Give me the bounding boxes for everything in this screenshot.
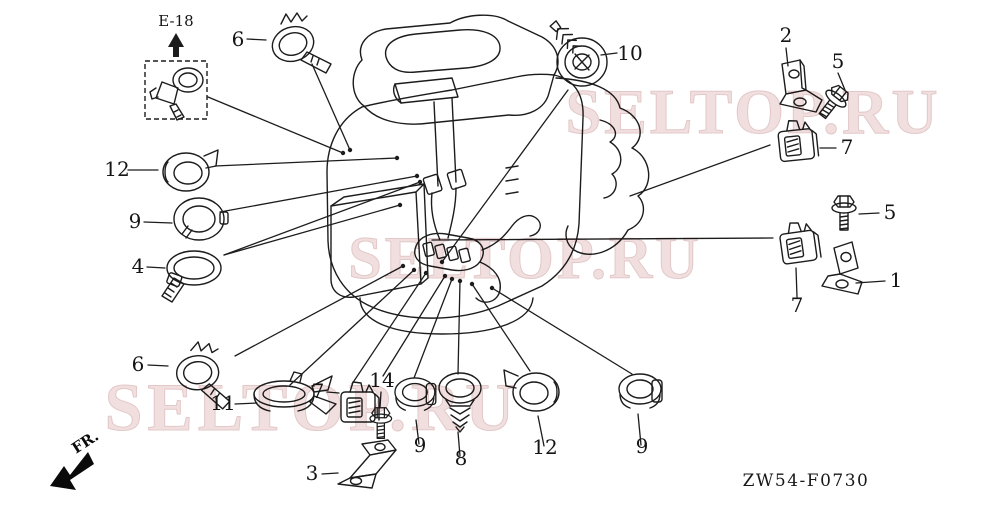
callout-4: 4 [132, 254, 145, 278]
callout-7-topright: 7 [841, 135, 854, 159]
engine-skirt [359, 297, 534, 335]
part-9-ring-clamp-left [173, 197, 229, 241]
callout-1: 1 [890, 268, 903, 292]
engine-harness-cluster [414, 232, 484, 272]
engine-drawing [326, 14, 650, 335]
callout-6-bottom: 6 [132, 352, 145, 376]
attachment-dots [340, 147, 495, 291]
engine-cowl-handle [394, 77, 459, 104]
part-4-hose-clamp [161, 250, 222, 303]
watermark-top: SELTOP.RU [565, 76, 940, 147]
part-3-offset-bracket [337, 439, 397, 489]
up-arrow-icon [168, 33, 184, 57]
callout-9-left: 9 [129, 209, 142, 233]
callout-11: 11 [210, 391, 235, 415]
callout-14: 14 [369, 368, 394, 392]
callout-12-left: 12 [104, 157, 129, 181]
callout-6-top: 6 [232, 27, 245, 51]
engine-cowl-dome [384, 28, 501, 74]
callout-7-bottom: 7 [312, 379, 325, 403]
callout-7-right: 7 [791, 293, 804, 317]
engine-body-outline [326, 74, 584, 319]
part-9-ring-clamp-b2 [618, 373, 663, 409]
part-6-band-clamp-top [267, 12, 332, 74]
callout-3: 3 [306, 461, 319, 485]
part-12-grommet-clip-left [162, 149, 219, 192]
part-7-box-clip-right [777, 218, 823, 266]
section-ref-label: E-18 [158, 12, 193, 30]
engine-airbox [330, 191, 422, 298]
callout-8: 8 [455, 446, 468, 470]
part-5-bolt-right [831, 195, 857, 231]
front-arrow-icon [50, 452, 94, 490]
engine-right-cables [555, 77, 650, 255]
front-label: FR. [68, 427, 102, 458]
callout-5-top: 5 [832, 49, 845, 73]
callout-labels: 6 10 2 5 7 12 9 4 5 1 7 6 11 7 14 9 8 12… [104, 23, 902, 485]
watermarks: SELTOP.RU SELTOP.RU SELTOP.RU [104, 76, 940, 446]
front-direction-marker: FR. [50, 427, 102, 490]
callout-2: 2 [780, 23, 793, 47]
watermark-middle: SELTOP.RU [348, 225, 701, 291]
part-e18-clip [149, 67, 204, 121]
diagram-code: ZW54-F0730 [743, 471, 870, 491]
callout-9-b2: 9 [636, 434, 649, 458]
engine-cowl-outline [352, 14, 559, 125]
callout-12-bottom: 12 [532, 435, 557, 459]
callout-10: 10 [617, 41, 642, 65]
part-1-l-bracket [821, 241, 863, 295]
watermark-bottom: SELTOP.RU [105, 369, 520, 445]
leader-lines [127, 38, 886, 475]
callout-5-right: 5 [884, 200, 897, 224]
callout-9-b1: 9 [414, 433, 427, 457]
e18-dashed-box [144, 60, 208, 120]
